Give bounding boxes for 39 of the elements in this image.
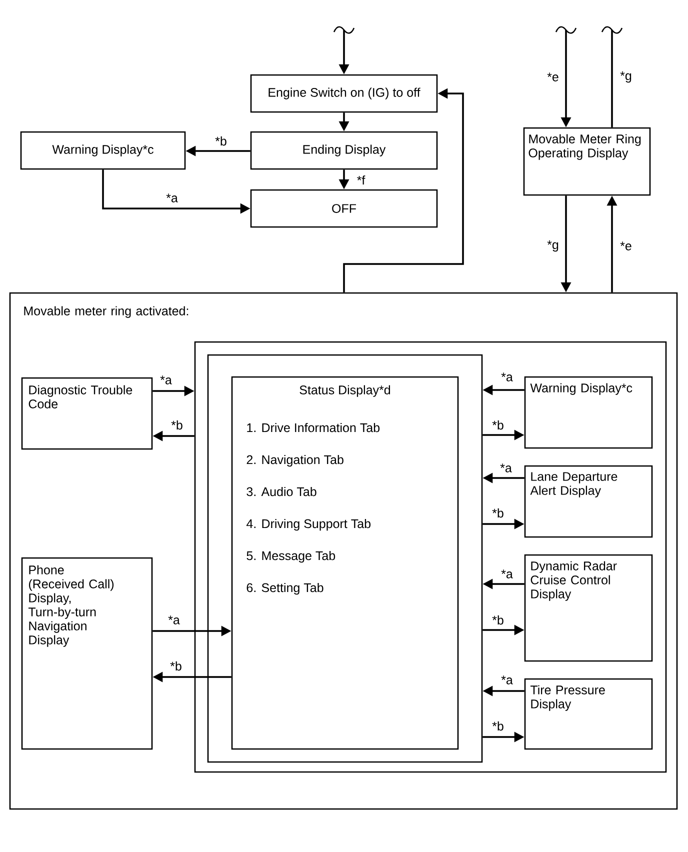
edge-label: *b bbox=[491, 507, 505, 519]
process-box: Phone (Received Call) Display, Turn-by-turn Navigation Display bbox=[21, 557, 153, 750]
process-box: Dynamic Radar Cruise Control Display bbox=[524, 554, 653, 662]
list-item: 1. Drive Information Tab bbox=[247, 422, 380, 432]
list-item: 6. Setting Tab bbox=[246, 582, 324, 595]
edge-label: *b bbox=[214, 135, 228, 147]
edge-label: *a bbox=[500, 568, 514, 580]
list-item: 4. Driving Support Tab bbox=[246, 518, 370, 531]
edge-label: *f bbox=[356, 174, 366, 186]
list-item: 2. Navigation Tab bbox=[246, 454, 344, 467]
edge-label: *b bbox=[491, 419, 505, 431]
edge-label: *a bbox=[500, 372, 514, 382]
process-box: Warning Display*c bbox=[524, 376, 653, 449]
list-item: 3. Audio Tab bbox=[246, 486, 316, 496]
edge-label: *b bbox=[170, 419, 184, 431]
edge-label: *e bbox=[546, 72, 560, 82]
process-box: Movable Meter Ring Operating Display bbox=[523, 127, 651, 196]
edge-label: *b bbox=[491, 614, 505, 626]
edge-label: *b bbox=[169, 660, 183, 672]
connector-line bbox=[611, 30, 613, 128]
edge-label: *a bbox=[159, 374, 173, 386]
process-box: Ending Display bbox=[250, 131, 438, 170]
edge-label: *a bbox=[500, 674, 514, 686]
process-box: Diagnostic Trouble Code bbox=[21, 377, 153, 450]
process-box: Engine Switch on (IG) to off bbox=[250, 74, 438, 113]
edge-label: *g bbox=[619, 70, 633, 84]
edge-label: *a bbox=[165, 192, 179, 204]
process-box: Lane Departure Alert Display bbox=[524, 465, 653, 538]
edge-label: *b bbox=[491, 720, 505, 732]
list-item: 5. Message Tab bbox=[246, 550, 336, 563]
process-box: Tire Pressure Display bbox=[524, 678, 653, 750]
edge-label: *a bbox=[499, 462, 513, 474]
edge-label: *g bbox=[546, 239, 560, 253]
frame-box bbox=[207, 354, 483, 763]
edge-label: *a bbox=[167, 614, 181, 626]
edge-label: *e bbox=[619, 240, 633, 252]
frame-box bbox=[194, 341, 667, 773]
process-box: Warning Display*c bbox=[20, 131, 186, 170]
process-box: OFF bbox=[250, 189, 438, 228]
